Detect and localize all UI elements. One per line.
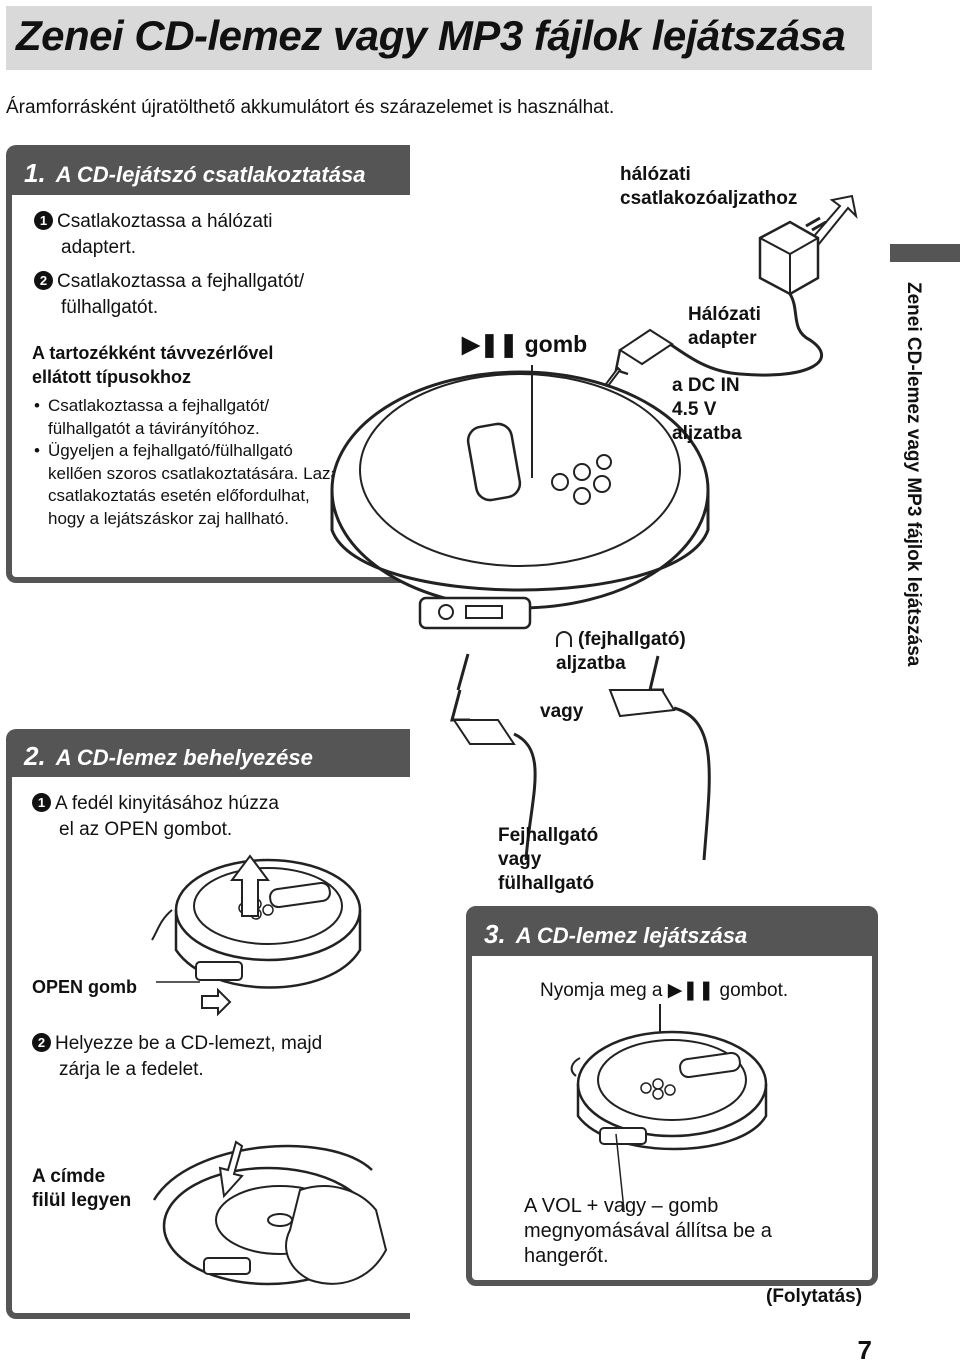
step-text: Csatlakoztassa a fejhallgatót/ xyxy=(57,271,305,292)
remote-heading-line: A tartozékként távvezérlővel xyxy=(32,343,274,363)
label-side-up-note: A címde filül legyen xyxy=(32,1165,131,1213)
open-button-label: OPEN gomb xyxy=(32,977,138,997)
note-line: filül legyen xyxy=(32,1190,132,1211)
page-title: Zenei CD-lemez vagy MP3 fájlok lejátszás… xyxy=(16,12,846,59)
page-number: 7 xyxy=(857,1335,872,1365)
callout-line: a DC IN xyxy=(672,375,740,396)
section-1-number: 1. xyxy=(24,158,46,188)
callout-line: fülhallgató xyxy=(498,873,595,894)
step-text: zárja le a fedelet. xyxy=(59,1059,204,1080)
section-1-title: A CD-lejátszó csatlakoztatása xyxy=(55,162,366,187)
dc-plug-icon xyxy=(614,328,674,376)
step-text: Csatlakoztassa a hálózati xyxy=(57,211,273,232)
continued-label: (Folytatás) xyxy=(766,1286,863,1307)
section-3-panel: 3. A CD-lemez lejátszása Nyomja meg a ▶❚❚… xyxy=(466,906,878,1286)
cd-player-illustration xyxy=(330,194,858,861)
step-number-badge: 2 xyxy=(32,1033,51,1052)
play-illustration xyxy=(570,1004,768,1211)
or-label: vagy xyxy=(540,701,584,722)
cd-player-body-icon xyxy=(330,370,710,630)
list-item: Csatlakoztassa a fejhallgatót/ fülhallga… xyxy=(34,395,344,440)
ac-adapter-label: Hálózati adapter xyxy=(688,303,761,351)
callout-line: 4.5 V xyxy=(672,399,717,420)
dc-in-label: a DC IN 4.5 V aljzatba xyxy=(672,374,742,446)
volume-instruction: A VOL + vagy – gomb megnyomásával állíts… xyxy=(524,1194,772,1269)
note-line: A címde xyxy=(32,1166,106,1187)
headphone-jack-label: (fejhallgató) aljzatba xyxy=(556,628,686,676)
instruction-line: A VOL + vagy – gomb xyxy=(524,1195,719,1217)
ac-adapter-icon xyxy=(669,216,827,377)
step-number-badge: 1 xyxy=(32,793,51,812)
remote-heading: A tartozékként távvezérlővel ellátott tí… xyxy=(32,341,273,389)
instruction-line: megnyomásával állítsa be a xyxy=(524,1220,772,1242)
headphones-label: Fejhallgató vagy fülhallgató xyxy=(498,824,598,896)
callout-line: Fejhallgató xyxy=(498,825,599,846)
title-bar xyxy=(6,6,872,70)
callout-line: (fejhallgató) xyxy=(578,629,686,650)
callout-line: Hálózati xyxy=(688,304,761,325)
callout-line: csatlakozóaljzathoz xyxy=(620,188,798,209)
section-2-header: 2. A CD-lemez behelyezése xyxy=(12,735,410,777)
step-text: el az OPEN gombot. xyxy=(59,819,233,840)
step-text: A fedél kinyitásához húzza xyxy=(55,793,279,814)
section-3-header: 3. A CD-lemez lejátszása xyxy=(472,912,872,956)
section-2-title: A CD-lemez behelyezése xyxy=(55,745,313,770)
headphone-plug-left-icon xyxy=(450,653,537,861)
arrow-up-icon xyxy=(230,854,270,917)
intro-text: Áramforrásként újratölthető akkumulátort… xyxy=(6,97,615,118)
callout-line: vagy xyxy=(498,849,542,870)
step-text: fülhallgatót. xyxy=(61,297,159,318)
section-1-header: 1. A CD-lejátszó csatlakoztatása xyxy=(12,151,410,195)
remote-heading-line: ellátott típusokhoz xyxy=(32,367,191,387)
callout-line: aljzatba xyxy=(672,423,742,444)
step-text: adaptert. xyxy=(61,237,136,258)
section-3-number: 3. xyxy=(484,919,506,949)
headphone-plug-right-icon xyxy=(608,655,711,861)
section-2-number: 2. xyxy=(24,741,46,771)
side-section-label: Zenei CD-lemez vagy MP3 fájlok lejátszás… xyxy=(903,282,924,667)
arrow-slide-icon xyxy=(201,987,232,1017)
callout-line: aljzatba xyxy=(556,653,626,674)
step-number-badge: 1 xyxy=(34,211,53,230)
side-tab-marker xyxy=(890,244,960,262)
open-lid-illustration xyxy=(151,854,362,1017)
step-number-badge: 2 xyxy=(34,271,53,290)
insert-cd-illustration xyxy=(152,1140,388,1286)
section-3-title: A CD-lemez lejátszása xyxy=(515,923,748,948)
callout-line: adapter xyxy=(688,328,757,349)
headphone-icon xyxy=(556,631,572,647)
callout-line: hálózati xyxy=(620,164,691,185)
press-play-instruction: Nyomja meg a ▶❚❚ gombot. xyxy=(540,980,789,1001)
remote-notes: Csatlakoztassa a fejhallgatót/ fülhallga… xyxy=(34,395,344,530)
play-button-label: ▶❚❚ gomb xyxy=(462,331,588,357)
to-outlet-label: hálózati csatlakozóaljzathoz xyxy=(620,163,797,211)
arrow-down-icon xyxy=(218,1140,244,1199)
list-item: Ügyeljen a fejhallgató/fülhallgató kellő… xyxy=(34,440,344,530)
instruction-line: hangerőt. xyxy=(524,1245,609,1267)
step-text: Helyezze be a CD-lemezt, majd xyxy=(55,1033,323,1054)
